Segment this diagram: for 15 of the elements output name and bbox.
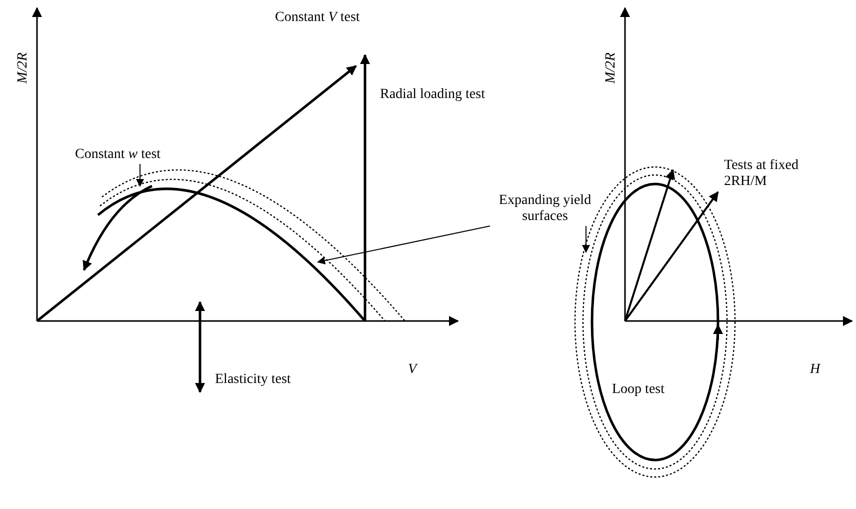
annotation-text: Constant V test [275, 10, 360, 26]
axis-label: V [408, 362, 417, 378]
axis-label: M/2R [604, 52, 620, 84]
annotation-text: Loop test [612, 382, 664, 398]
leader-line [582, 226, 590, 253]
annotation-text: Constant w test [75, 147, 161, 163]
dotted-yield-curves [100, 170, 406, 322]
axis-label: M/2R [16, 52, 32, 84]
annotation-text: Expanding yield surfaces [490, 193, 600, 225]
leader-line [136, 164, 144, 187]
annotation-text: Tests at fixed 2RH/M [724, 158, 800, 190]
annotation-text: Elasticity test [215, 372, 291, 388]
axis-label: H [810, 362, 820, 378]
annotation-text: Radial loading test [380, 87, 485, 103]
leader-line [317, 226, 490, 264]
